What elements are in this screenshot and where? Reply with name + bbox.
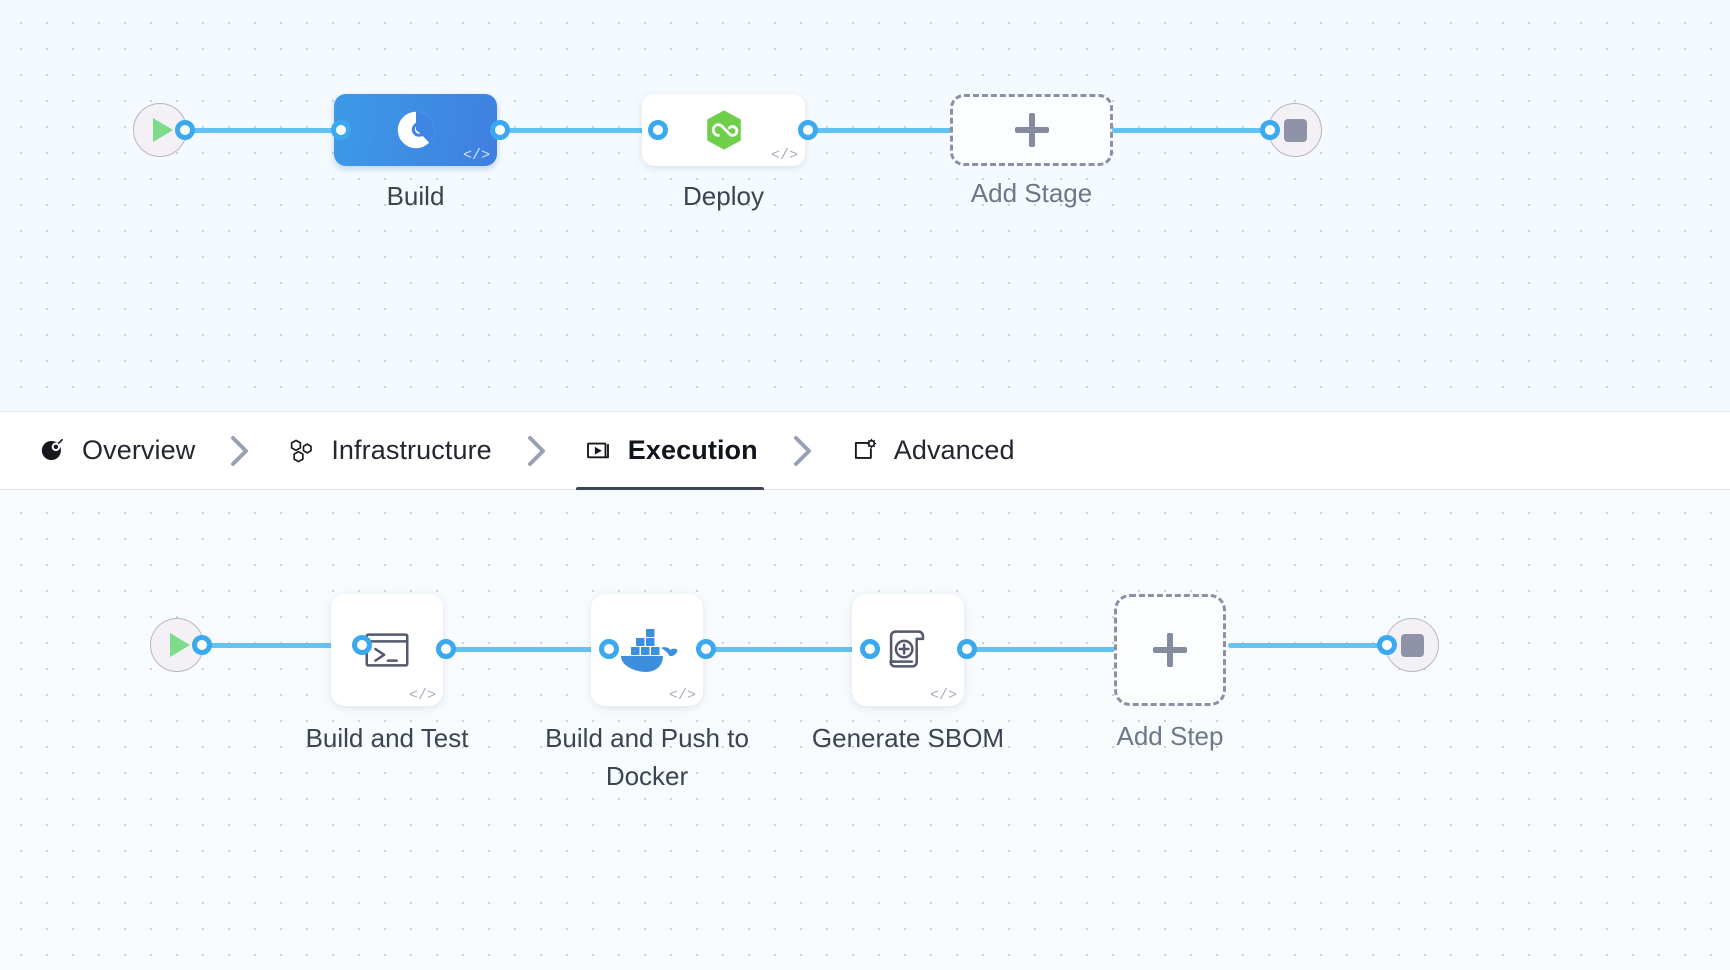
edge-sbom-addstep xyxy=(971,646,1128,652)
tab-overview[interactable]: Overview xyxy=(30,412,201,490)
tab-label-infrastructure: Infrastructure xyxy=(331,435,492,465)
code-badge-icon[interactable]: </> xyxy=(770,147,798,164)
code-badge-icon[interactable]: </> xyxy=(408,687,436,704)
tab-advanced[interactable]: Advanced xyxy=(842,412,1021,490)
tab-label-advanced: Advanced xyxy=(893,435,1015,465)
edge-sbom-addstep-group xyxy=(957,639,1128,659)
edge-docker-sbom xyxy=(710,646,866,652)
plus-icon xyxy=(1153,633,1187,667)
step-start-port[interactable] xyxy=(192,635,212,655)
tab-separator-3 xyxy=(764,434,842,468)
step-label-build-and-push-to-docker: Build and Push to Docker xyxy=(545,723,749,791)
sbom-out-port[interactable] xyxy=(957,639,977,659)
edge-buildtest-docker-group xyxy=(436,639,619,659)
step-end-port[interactable] xyxy=(1377,635,1397,655)
infrastructure-icon xyxy=(285,435,317,467)
step-node-generate-sbom[interactable]: </> xyxy=(852,594,964,706)
stage-end-group xyxy=(1112,103,1322,157)
edge-docker-sbom-group xyxy=(696,639,880,659)
step-label-generate-sbom: Generate SBOM xyxy=(811,723,1005,753)
step-node-build-and-test[interactable]: </> xyxy=(331,594,443,706)
stage-deploy-wrap: </> Deploy xyxy=(642,94,805,211)
step-start-group xyxy=(150,618,372,672)
build-out-port[interactable] xyxy=(490,120,510,140)
step-label-build-and-test: Build and Test xyxy=(305,723,469,753)
add-stage-button[interactable] xyxy=(950,94,1113,166)
edge-build-deploy-group xyxy=(490,120,668,140)
edge-addstage-end xyxy=(1112,127,1266,133)
code-badge-icon[interactable]: </> xyxy=(462,147,490,164)
step-canvas[interactable]: </> Build and Test xyxy=(0,490,1730,970)
deploy-in-port[interactable] xyxy=(648,120,668,140)
tab-infrastructure[interactable]: Infrastructure xyxy=(279,412,497,490)
tab-label-execution: Execution xyxy=(627,435,758,465)
ci-build-icon xyxy=(397,111,434,149)
stage-end-port[interactable] xyxy=(1260,120,1280,140)
buildtest-out-port[interactable] xyxy=(436,639,456,659)
sbom-scroll-icon xyxy=(889,630,925,668)
deploy-out-port[interactable] xyxy=(798,120,818,140)
stage-build-wrap: </> Build xyxy=(334,94,497,211)
stage-start-port[interactable] xyxy=(175,120,195,140)
edge-deploy-addstage-group xyxy=(798,120,964,140)
step-start-node[interactable] xyxy=(150,618,204,672)
step-addstep-wrap: Add Step xyxy=(1114,594,1226,751)
tab-separator-2 xyxy=(498,434,576,468)
overview-icon xyxy=(36,435,68,467)
tab-separator-1 xyxy=(201,434,279,468)
step-buildtest-wrap: </> Build and Test xyxy=(306,594,468,753)
plus-icon xyxy=(1014,113,1049,147)
edge-addstep-end xyxy=(1228,642,1383,648)
buildtest-in-port[interactable] xyxy=(352,635,372,655)
stage-start-group xyxy=(133,103,351,157)
stage-label-deploy: Deploy xyxy=(683,181,764,211)
stage-config-tabs[interactable]: Overview Infrastructure xyxy=(0,412,1730,491)
stage-canvas[interactable]: </> Build </> Deploy xyxy=(0,0,1730,412)
sbom-in-port[interactable] xyxy=(860,639,880,659)
execution-icon xyxy=(582,435,614,467)
docker-out-port[interactable] xyxy=(696,639,716,659)
stage-label-build: Build xyxy=(386,181,445,211)
edge-start-buildtest xyxy=(206,642,358,648)
stage-node-build[interactable]: </> xyxy=(334,94,497,166)
docker-in-port[interactable] xyxy=(599,639,619,659)
stop-icon xyxy=(1283,118,1307,142)
step-label-add-step: Add Step xyxy=(1116,721,1224,751)
cd-deploy-icon xyxy=(706,110,741,150)
tab-label-overview: Overview xyxy=(82,435,196,465)
step-end-group xyxy=(1228,618,1439,672)
edge-build-deploy xyxy=(504,127,654,133)
stop-icon xyxy=(1400,633,1424,657)
play-icon xyxy=(152,118,173,142)
edge-start-build xyxy=(189,127,337,133)
edge-buildtest-docker xyxy=(450,646,605,652)
tab-execution[interactable]: Execution xyxy=(575,412,764,491)
add-step-button[interactable] xyxy=(1114,594,1226,706)
docker-icon xyxy=(621,629,678,672)
code-badge-icon[interactable]: </> xyxy=(668,687,696,704)
stage-label-add-stage: Add Stage xyxy=(970,178,1093,208)
build-in-port[interactable] xyxy=(331,120,351,140)
edge-deploy-addstage xyxy=(812,127,964,133)
step-sbom-wrap: </> Generate SBOM xyxy=(812,594,1004,753)
advanced-icon xyxy=(848,435,880,467)
stage-node-deploy[interactable]: </> xyxy=(642,94,805,166)
play-icon xyxy=(169,633,190,657)
stage-addstage-wrap: Add Stage xyxy=(950,94,1113,208)
code-badge-icon[interactable]: </> xyxy=(929,687,957,704)
